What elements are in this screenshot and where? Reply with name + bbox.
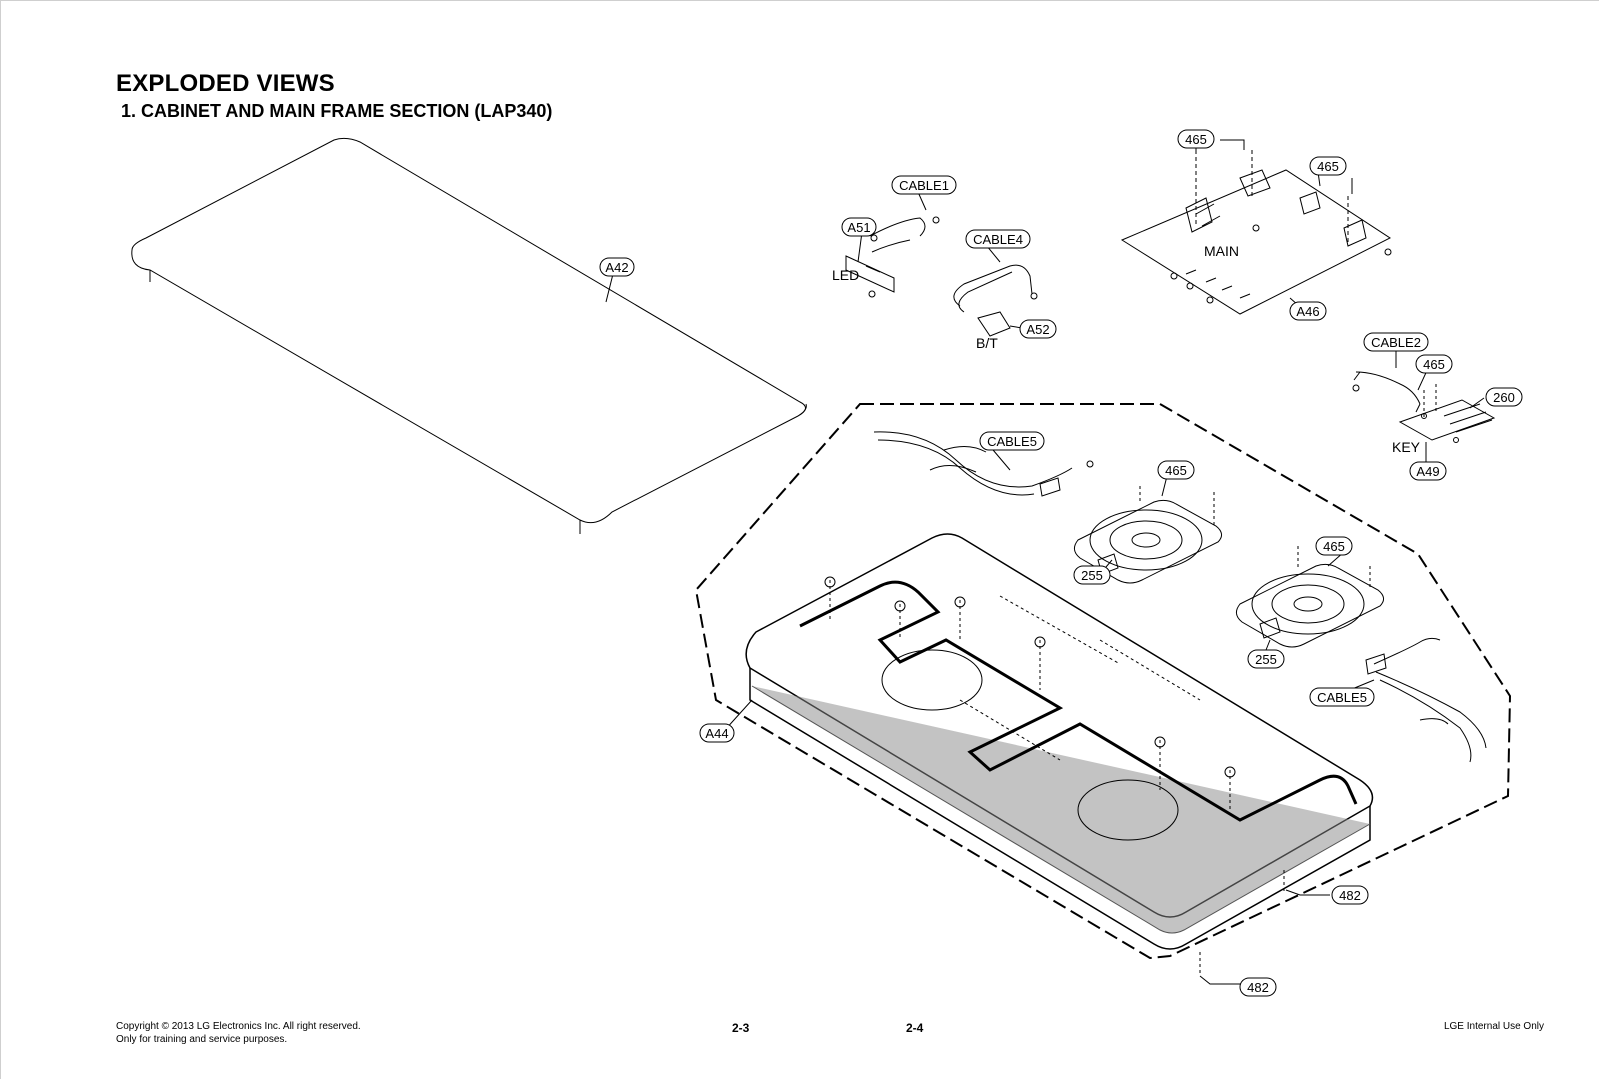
callout-465-right: 465 bbox=[1309, 156, 1347, 176]
callout-482-right: 482 bbox=[1331, 885, 1369, 905]
callout-a46: A46 bbox=[1289, 301, 1327, 321]
callout-465-speaker-left: 465 bbox=[1157, 460, 1195, 480]
svg-text:CABLE1: CABLE1 bbox=[899, 178, 949, 193]
svg-text:CABLE2: CABLE2 bbox=[1371, 335, 1421, 350]
svg-text:A44: A44 bbox=[705, 726, 728, 741]
callout-a49: A49 bbox=[1409, 461, 1447, 481]
led-board bbox=[845, 216, 940, 298]
callout-a44: A44 bbox=[699, 723, 735, 743]
svg-text:482: 482 bbox=[1339, 888, 1361, 903]
svg-text:465: 465 bbox=[1423, 357, 1445, 372]
page-number-right: 2-4 bbox=[906, 1021, 924, 1035]
bt-cable bbox=[953, 264, 1038, 337]
callout-a42: A42 bbox=[599, 257, 635, 277]
callout-255-left: 255 bbox=[1073, 565, 1111, 585]
section-title: 1. CABINET AND MAIN FRAME SECTION (LAP34… bbox=[121, 101, 553, 121]
svg-text:CABLE5: CABLE5 bbox=[1317, 690, 1367, 705]
svg-text:A42: A42 bbox=[605, 260, 628, 275]
svg-text:465: 465 bbox=[1323, 539, 1345, 554]
main-board bbox=[1120, 139, 1392, 315]
top-cover-panel bbox=[131, 137, 807, 534]
label-key: KEY bbox=[1392, 439, 1421, 455]
callout-465-key: 465 bbox=[1415, 354, 1453, 374]
label-main: MAIN bbox=[1204, 243, 1239, 259]
svg-text:255: 255 bbox=[1255, 652, 1277, 667]
cable5-harness-top bbox=[873, 431, 1094, 497]
footer-copyright: Copyright © 2013 LG Electronics Inc. All… bbox=[116, 1020, 361, 1046]
label-led: LED bbox=[832, 267, 859, 283]
callout-a52: A52 bbox=[1019, 319, 1057, 339]
callout-255-right: 255 bbox=[1247, 649, 1285, 669]
svg-text:465: 465 bbox=[1165, 463, 1187, 478]
label-bt: B/T bbox=[976, 335, 998, 351]
svg-text:465: 465 bbox=[1317, 159, 1339, 174]
copyright-text: Copyright © 2013 LG Electronics Inc. All… bbox=[116, 1021, 361, 1032]
svg-text:482: 482 bbox=[1247, 980, 1269, 995]
callout-260: 260 bbox=[1485, 387, 1523, 407]
key-board bbox=[1352, 371, 1496, 443]
callout-cable1: CABLE1 bbox=[891, 175, 957, 195]
training-text: Only for training and service purposes. bbox=[116, 1034, 288, 1045]
svg-text:255: 255 bbox=[1081, 568, 1103, 583]
assembly-outline bbox=[694, 403, 1512, 960]
cable5-harness-right bbox=[1365, 637, 1487, 763]
callout-482-bottom: 482 bbox=[1239, 977, 1277, 997]
svg-text:260: 260 bbox=[1493, 390, 1515, 405]
callout-465-speaker-right: 465 bbox=[1315, 536, 1353, 556]
page-title: EXPLODED VIEWS bbox=[116, 70, 335, 97]
main-frame-cabinet bbox=[745, 533, 1374, 974]
callout-465-top: 465 bbox=[1177, 129, 1215, 149]
callout-cable2: CABLE2 bbox=[1363, 332, 1429, 352]
callout-a51: A51 bbox=[841, 217, 877, 237]
page-number-left: 2-3 bbox=[732, 1021, 750, 1035]
svg-text:A49: A49 bbox=[1416, 464, 1439, 479]
svg-text:CABLE4: CABLE4 bbox=[973, 232, 1023, 247]
callout-cable5-right: CABLE5 bbox=[1309, 687, 1375, 707]
speaker-right bbox=[1236, 546, 1384, 648]
svg-text:465: 465 bbox=[1185, 132, 1207, 147]
svg-text:A51: A51 bbox=[847, 220, 870, 235]
callout-cable4: CABLE4 bbox=[965, 229, 1031, 249]
internal-use-notice: LGE Internal Use Only bbox=[1443, 1021, 1544, 1032]
svg-text:A52: A52 bbox=[1026, 322, 1049, 337]
svg-text:CABLE5: CABLE5 bbox=[987, 434, 1037, 449]
callout-cable5-top: CABLE5 bbox=[979, 431, 1045, 451]
speaker-left bbox=[1074, 486, 1222, 584]
svg-text:A46: A46 bbox=[1296, 304, 1319, 319]
